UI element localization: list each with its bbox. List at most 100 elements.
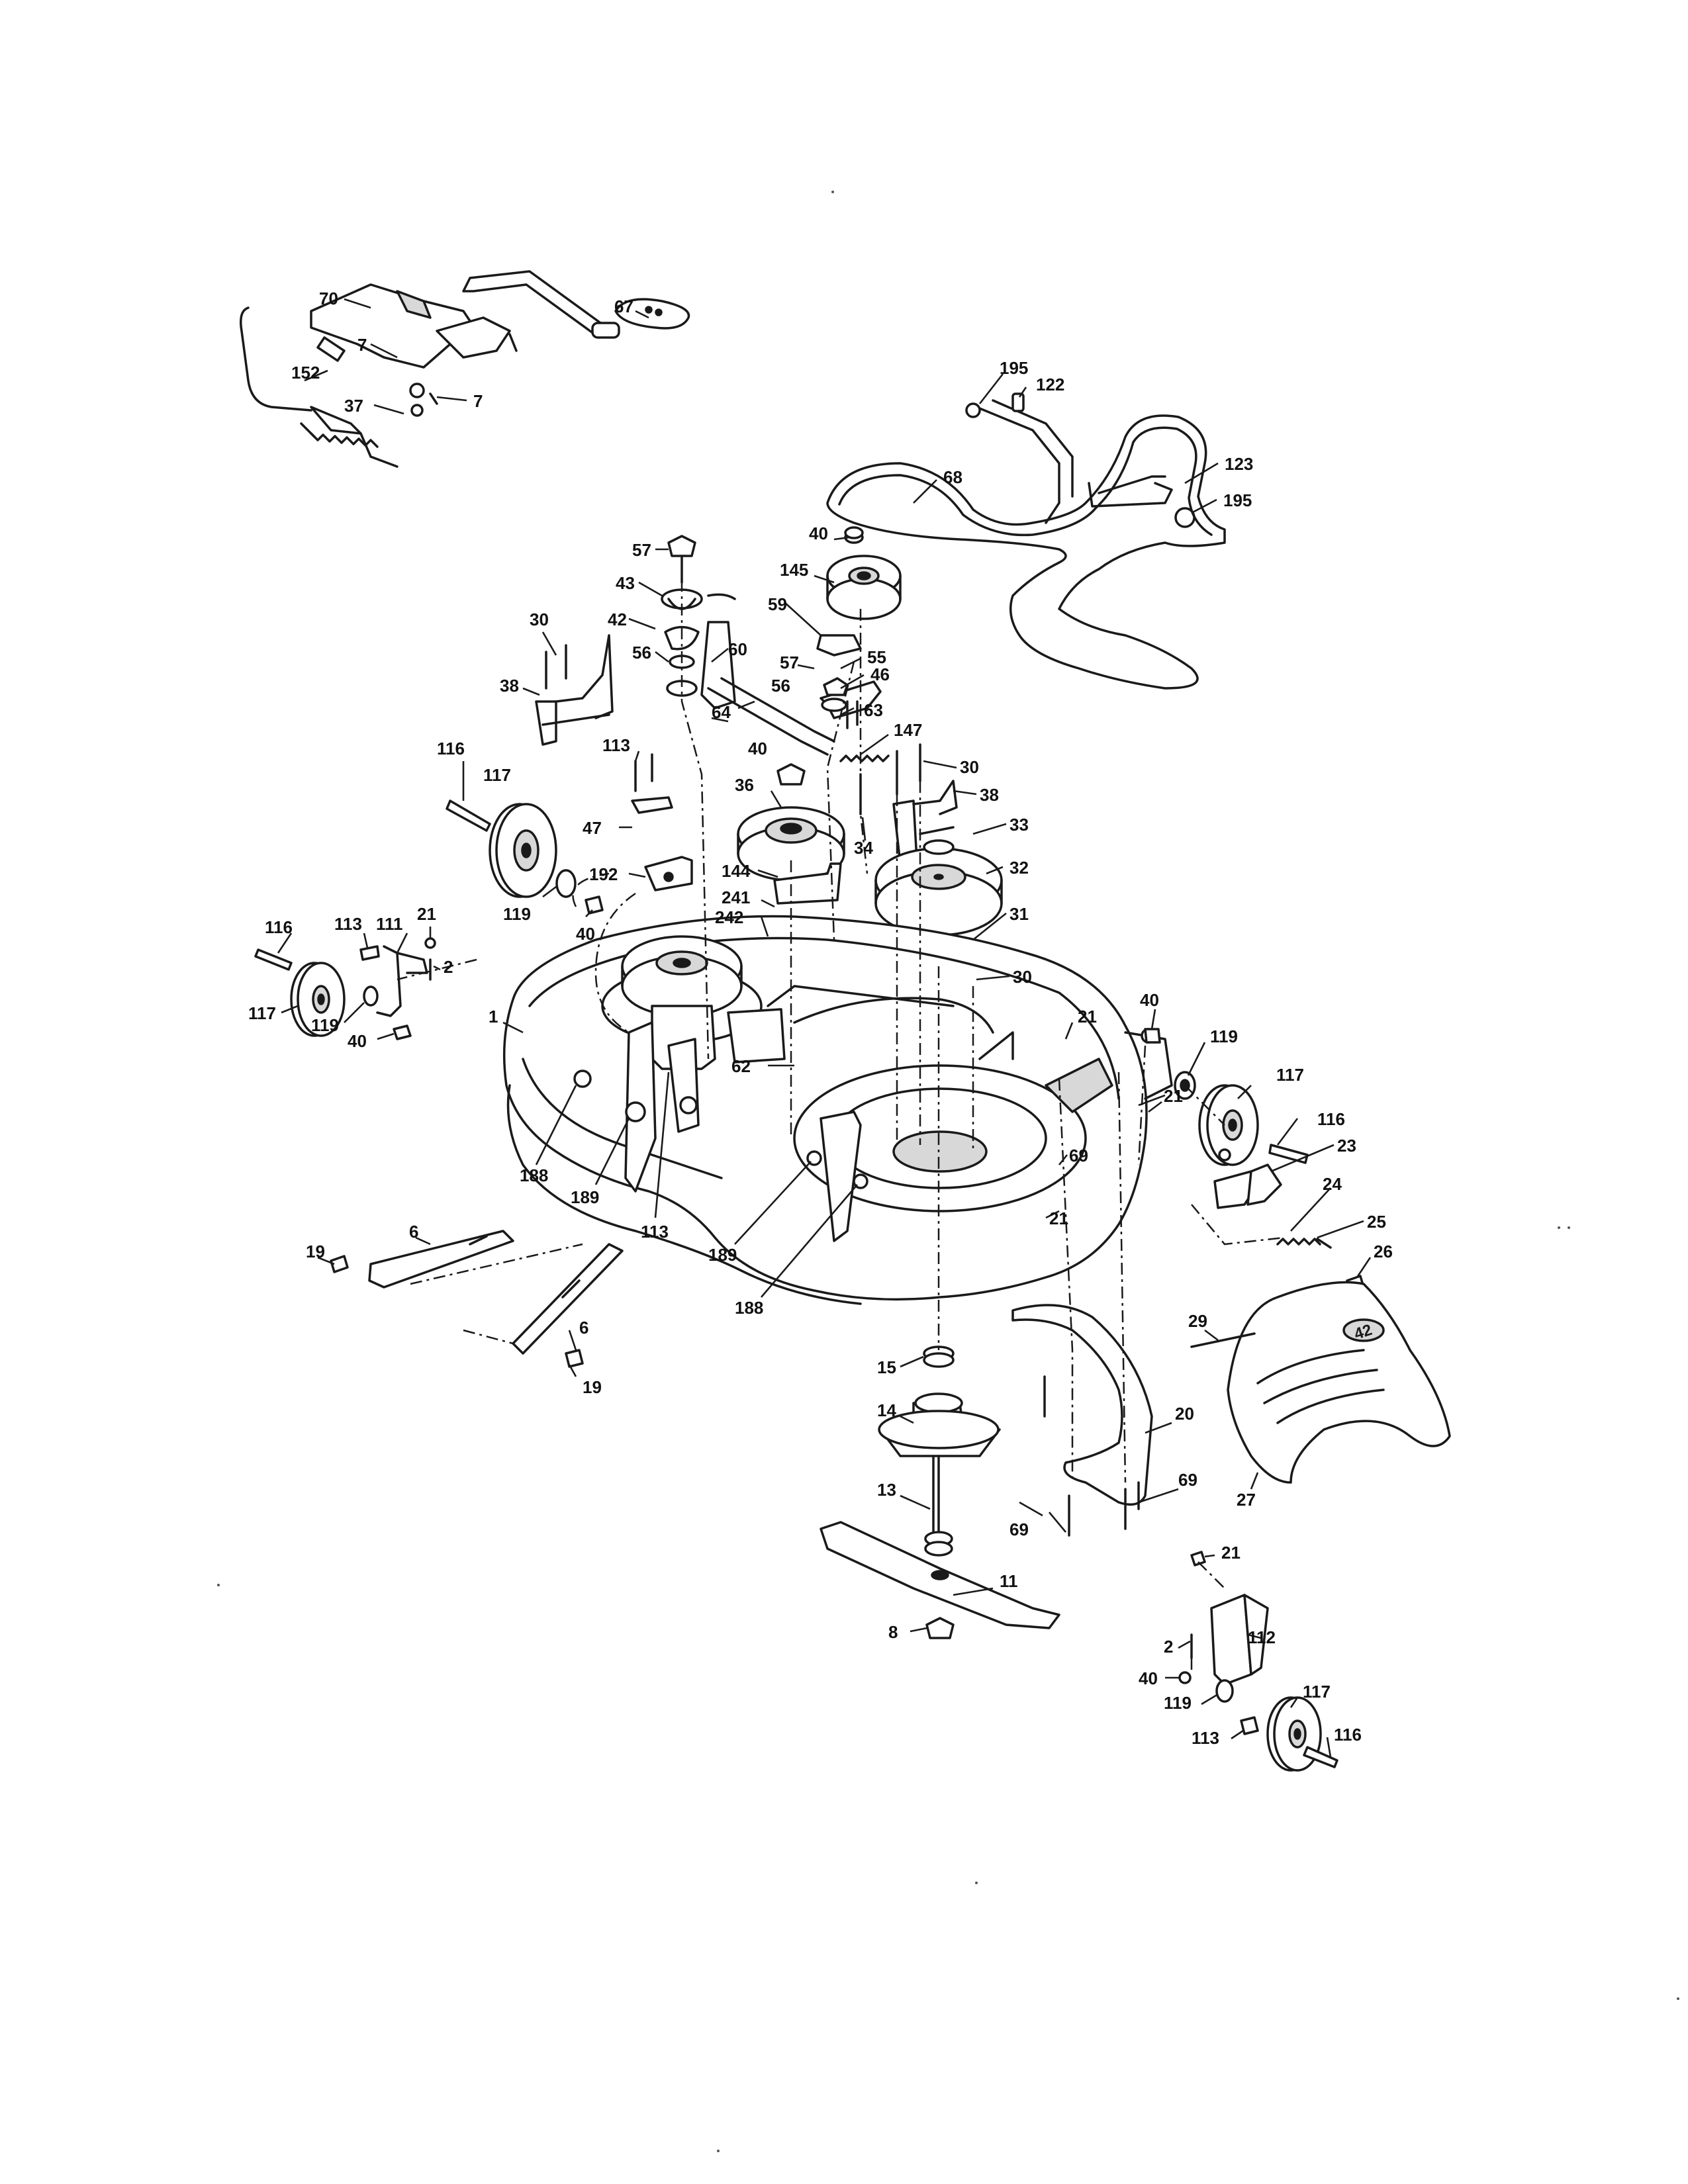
gauge-wheel-bracket-upper-left xyxy=(631,753,693,891)
callout-57: 57 xyxy=(780,653,799,672)
callout-69: 69 xyxy=(1069,1146,1088,1165)
callout-69: 69 xyxy=(1178,1470,1197,1490)
lift-spring xyxy=(300,422,379,448)
callout-13: 13 xyxy=(877,1480,896,1500)
callout-15: 15 xyxy=(877,1357,896,1377)
callout-2: 2 xyxy=(444,957,453,977)
callout-116: 116 xyxy=(1334,1725,1362,1745)
callout-55: 55 xyxy=(867,647,886,667)
callout-119: 119 xyxy=(503,904,531,924)
callout-119: 119 xyxy=(1164,1693,1192,1713)
spindle-pulley-32 xyxy=(874,839,1003,987)
belt-shield xyxy=(1011,1304,1153,1537)
callout-122: 122 xyxy=(1036,375,1064,394)
callout-63: 63 xyxy=(864,700,883,720)
callout-116: 116 xyxy=(265,917,293,937)
callout-labels: 70 67 7 152 37 7 195 122 123 195 68 40 5… xyxy=(248,289,1393,1748)
scan-specks xyxy=(217,191,1679,2152)
callout-21: 21 xyxy=(1049,1208,1068,1228)
callout-29: 29 xyxy=(1188,1311,1207,1331)
callout-23: 23 xyxy=(1337,1136,1356,1156)
front-deck-link-lower xyxy=(512,1243,624,1368)
callout-6: 6 xyxy=(579,1318,588,1338)
callout-56: 56 xyxy=(632,643,651,662)
callout-31: 31 xyxy=(1009,904,1029,924)
callout-117: 117 xyxy=(1303,1682,1331,1702)
chute-hinge-bracket xyxy=(1213,1148,1282,1209)
callout-40: 40 xyxy=(748,739,767,758)
gauge-wheel-lower-right xyxy=(1178,1551,1338,1772)
deck-support-bracket-left xyxy=(573,1021,700,1193)
idler-hardware-stack xyxy=(661,535,849,712)
callout-42: 42 xyxy=(608,610,627,629)
deck-hanger-bracket-left xyxy=(535,634,614,746)
callout-30: 30 xyxy=(1013,967,1032,987)
callout-188: 188 xyxy=(735,1298,763,1318)
drive-pulley-36 xyxy=(737,763,845,882)
callout-24: 24 xyxy=(1323,1174,1342,1194)
lift-lever-assembly xyxy=(240,270,620,468)
callout-113: 113 xyxy=(602,735,630,755)
callout-111: 111 xyxy=(376,914,403,934)
callout-119: 119 xyxy=(311,1015,339,1035)
callout-20: 20 xyxy=(1175,1404,1194,1424)
callout-117: 117 xyxy=(1276,1065,1304,1085)
callout-116: 116 xyxy=(437,739,465,758)
callout-40: 40 xyxy=(1139,1668,1158,1688)
callout-241: 241 xyxy=(722,887,750,907)
callout-242: 242 xyxy=(715,907,743,927)
height-indicator-knob xyxy=(614,298,690,330)
callout-192: 192 xyxy=(589,864,618,884)
callout-113: 113 xyxy=(334,914,362,934)
callout-195: 195 xyxy=(1000,358,1028,378)
callout-67: 67 xyxy=(614,296,633,316)
callout-189: 189 xyxy=(571,1187,599,1207)
callout-113: 113 xyxy=(641,1222,669,1242)
callout-119: 119 xyxy=(1210,1026,1238,1046)
callout-188: 188 xyxy=(520,1165,548,1185)
callout-47: 47 xyxy=(583,818,602,838)
mower-blade xyxy=(820,1521,1060,1639)
callout-21: 21 xyxy=(1164,1086,1183,1106)
callout-145: 145 xyxy=(780,560,808,580)
callout-40: 40 xyxy=(576,924,595,944)
callout-117: 117 xyxy=(248,1003,276,1023)
callout-59: 59 xyxy=(768,594,787,614)
callout-38: 38 xyxy=(980,785,999,805)
callout-7: 7 xyxy=(473,391,483,411)
callout-19: 19 xyxy=(583,1377,602,1397)
callout-112: 112 xyxy=(1248,1627,1276,1647)
callout-147: 147 xyxy=(894,720,922,740)
callout-123: 123 xyxy=(1225,454,1253,474)
callout-27: 27 xyxy=(1237,1490,1256,1510)
callout-40: 40 xyxy=(348,1031,367,1051)
callout-14: 14 xyxy=(877,1400,896,1420)
idler-pulley-145 xyxy=(826,526,902,620)
callout-32: 32 xyxy=(1009,858,1029,878)
callout-152: 152 xyxy=(291,363,320,383)
callout-40: 40 xyxy=(809,523,828,543)
callout-60: 60 xyxy=(728,639,747,659)
callout-189: 189 xyxy=(708,1245,737,1265)
callout-56: 56 xyxy=(771,676,790,696)
callout-43: 43 xyxy=(616,573,635,593)
callout-11: 11 xyxy=(1000,1571,1018,1591)
callout-64: 64 xyxy=(712,702,731,722)
callout-21: 21 xyxy=(417,904,436,924)
callout-30: 30 xyxy=(530,610,549,629)
callout-46: 46 xyxy=(870,664,890,684)
gauge-wheel-mid-left xyxy=(254,937,436,1040)
callout-33: 33 xyxy=(1009,815,1029,835)
callout-57: 57 xyxy=(632,540,651,560)
callout-68: 68 xyxy=(943,467,962,487)
assembly-centerlines xyxy=(397,556,1285,1674)
callout-69: 69 xyxy=(1009,1520,1029,1539)
callout-40: 40 xyxy=(1140,990,1159,1010)
gauge-wheel-upper-left xyxy=(445,799,604,915)
callout-34: 34 xyxy=(854,838,873,858)
callout-8: 8 xyxy=(888,1622,898,1642)
callout-21: 21 xyxy=(1221,1543,1241,1563)
callout-62: 62 xyxy=(731,1056,751,1076)
spindle-pulley-left xyxy=(621,935,743,1070)
